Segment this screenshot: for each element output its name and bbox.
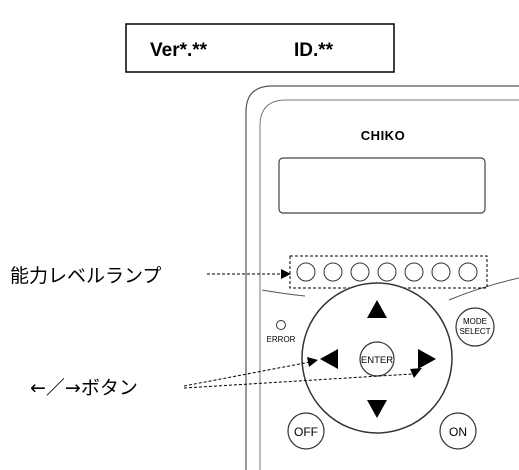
on-button-shape[interactable]: [439, 412, 477, 450]
panel-bevel: [259, 99, 519, 470]
on-button[interactable]: ON: [439, 412, 477, 450]
level-lamp: [458, 262, 478, 282]
mode-select-button[interactable]: MODE SELECT: [455, 307, 495, 347]
level-lamp: [296, 262, 316, 282]
controller-panel: CHIKO ERROR: [245, 85, 519, 470]
panel-housing: [245, 85, 519, 470]
pad-left-curve: [261, 289, 306, 297]
arrow-buttons-callout: ←／→ボタン: [30, 357, 422, 399]
arrow-buttons-callout-label: ←／→ボタン: [30, 377, 138, 399]
left-arrow-button[interactable]: [320, 349, 338, 369]
level-lamp: [377, 262, 397, 282]
lcd-display: [278, 157, 486, 214]
right-button-leader: [183, 373, 413, 389]
level-lamp-callout: 能力レベルランプ: [10, 265, 291, 287]
level-lamp: [431, 262, 451, 282]
level-lamp-arrowhead: [281, 269, 291, 279]
down-arrow-button[interactable]: [367, 400, 387, 418]
brand-logo: CHIKO: [361, 128, 405, 143]
enter-button-shape[interactable]: [359, 341, 395, 377]
level-lamp: [404, 262, 424, 282]
level-lamps: [296, 262, 478, 282]
version-id-box: Ver*.** ID.**: [125, 23, 395, 73]
level-lamp: [350, 262, 370, 282]
version-text: Ver*.**: [150, 40, 208, 61]
off-button[interactable]: OFF: [287, 412, 325, 450]
error-lamp: [276, 320, 286, 330]
level-lamp-callout-label: 能力レベルランプ: [10, 265, 161, 287]
mode-select-shape[interactable]: [455, 307, 495, 347]
pad-right-curve: [448, 277, 519, 301]
enter-button[interactable]: ENTER: [359, 341, 395, 377]
level-lamp: [323, 262, 343, 282]
version-id-frame: [125, 23, 395, 73]
right-button-leader-arrowhead: [410, 368, 422, 378]
mode-select-label-line2: SELECT: [459, 327, 490, 336]
mode-select-label-line1: MODE: [463, 317, 487, 326]
off-label: OFF: [294, 425, 318, 439]
off-button-shape[interactable]: [287, 412, 325, 450]
on-label: ON: [449, 425, 467, 439]
left-button-leader: [183, 361, 311, 387]
up-arrow-button[interactable]: [367, 300, 387, 318]
error-label: ERROR: [267, 335, 296, 344]
id-text: ID.**: [294, 40, 334, 61]
left-button-leader-arrowhead: [307, 357, 318, 367]
right-arrow-button[interactable]: [418, 349, 436, 369]
enter-label: ENTER: [361, 355, 393, 366]
